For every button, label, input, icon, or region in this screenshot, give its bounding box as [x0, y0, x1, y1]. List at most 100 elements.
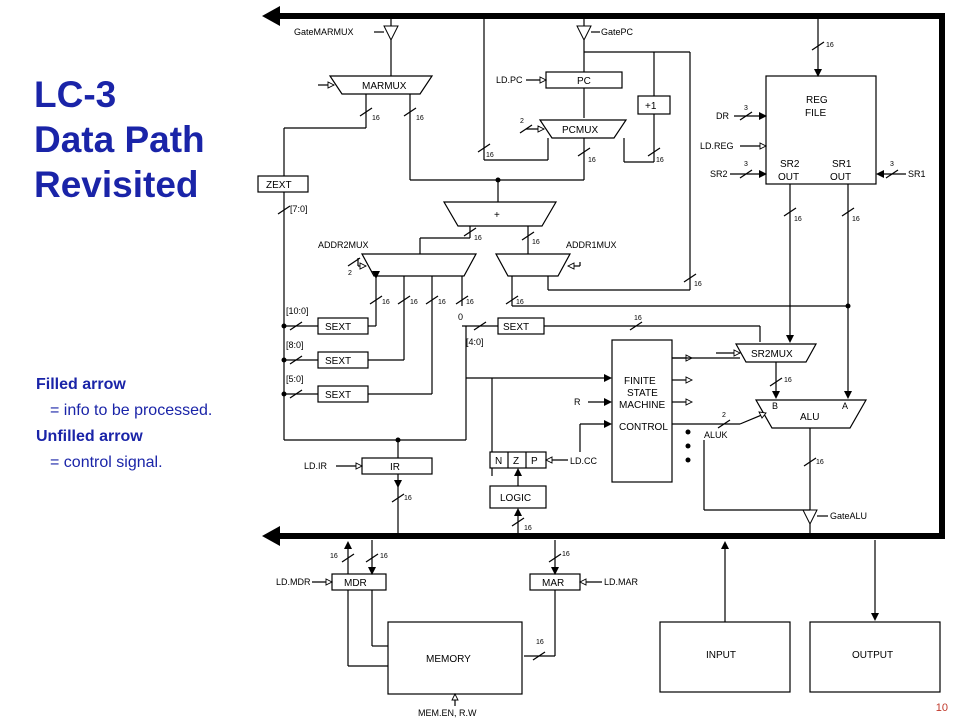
slide-title: LC-3 Data Path Revisited	[34, 72, 205, 207]
sext-label-3: SEXT	[325, 390, 351, 401]
w16-a2m-2: 16	[410, 299, 418, 306]
sext-8-0: SEXT [8:0]	[281, 340, 404, 369]
field-5-0: [5:0]	[286, 374, 304, 384]
n-flag: N	[495, 456, 502, 467]
w16-ir: 16	[404, 495, 412, 502]
w16-mdr-out: 16	[330, 553, 338, 560]
input-label: INPUT	[706, 650, 736, 661]
w16-adder-a: 16	[474, 235, 482, 242]
w16-mdr-in: 16	[380, 553, 388, 560]
fsm-label-2: STATE	[627, 388, 658, 399]
alu: ALU B A	[739, 399, 868, 510]
w16-marmux-a: 16	[372, 115, 380, 122]
pc-label: PC	[577, 76, 591, 87]
field-10-0: [10:0]	[286, 306, 309, 316]
w3-sr1: 3	[890, 161, 894, 168]
fsm-label-1: FINITE	[624, 376, 656, 387]
finite-state-machine: FINITE STATE MACHINE CONTROL R ALUK	[491, 339, 740, 483]
w16-mem-addr: 16	[536, 639, 544, 646]
width-markers: 16 16 16 16 16 16 2 3 3 3 16 16 16 16 2 …	[277, 41, 899, 661]
w16-regfile-in: 16	[826, 42, 834, 49]
mdr-register: MDR LD.MDR	[276, 540, 388, 667]
address-adder: +	[410, 177, 584, 254]
nzp-condition-codes: N Z P LD.CC	[489, 451, 598, 486]
ldir-label: LD.IR	[304, 461, 328, 471]
gatepc-gate: GatePC	[576, 18, 634, 72]
legend-filled-desc: = info to be processed.	[50, 402, 213, 419]
w16-alu: 16	[816, 459, 824, 466]
sr2out-label-1: SR2	[780, 159, 800, 170]
sr2mux: SR2MUX	[716, 343, 818, 399]
w16-adder-b: 16	[532, 239, 540, 246]
sext-label-4: SEXT	[503, 322, 529, 333]
p-flag: P	[531, 456, 538, 467]
w2-pcmux: 2	[520, 118, 524, 125]
legend-filled-heading: Filled arrow	[36, 376, 126, 393]
legend-unfilled-heading: Unfilled arrow	[36, 428, 143, 445]
w16-marmux-b: 16	[416, 115, 424, 122]
field-4-0: [4:0]	[466, 337, 484, 347]
field-7-0: [7:0]	[290, 204, 308, 214]
zext-label: ZEXT	[266, 180, 292, 191]
w16-pcmux-b: 16	[588, 157, 596, 164]
addr1mux-label: ADDR1MUX	[566, 240, 617, 250]
plus1-label: +1	[645, 101, 657, 112]
w16-sr2out: 16	[794, 216, 802, 223]
w16-sr2mux: 16	[784, 377, 792, 384]
gatemarmux-label: GateMARMUX	[294, 27, 354, 37]
logic-label: LOGIC	[500, 493, 531, 504]
memory-label: MEMORY	[426, 654, 471, 665]
input-device: INPUT	[659, 541, 791, 693]
w2-aluk: 2	[722, 412, 726, 419]
marmux-label: MARMUX	[362, 81, 407, 92]
zero-label: 0	[458, 312, 463, 322]
alu-a-label: A	[842, 401, 848, 411]
w16-pcmux-c: 16	[656, 157, 664, 164]
w3-dr: 3	[744, 105, 748, 112]
aluk-label: ALUK	[704, 430, 728, 440]
w16-mar-in: 16	[562, 551, 570, 558]
mar-label: MAR	[542, 578, 564, 589]
ldmar-label: LD.MAR	[604, 577, 639, 587]
ir-label: IR	[390, 462, 400, 473]
pcmux-label: PCMUX	[562, 125, 598, 136]
mar-register: MAR LD.MAR	[524, 540, 639, 657]
sext-5-0: SEXT [5:0]	[281, 374, 432, 403]
fsm-label-3: MACHINE	[619, 400, 665, 411]
w16-a2m-1: 16	[382, 299, 390, 306]
gatepc-label: GatePC	[601, 27, 634, 37]
legend-unfilled-desc: = control signal.	[50, 454, 163, 471]
title-line-3: Revisited	[34, 164, 199, 205]
w16-a2m-4: 16	[466, 299, 474, 306]
sr2mux-label: SR2MUX	[751, 349, 793, 360]
adder-label: +	[494, 210, 500, 221]
w2-addr2mux: 2	[348, 270, 352, 277]
field-8-0: [8:0]	[286, 340, 304, 350]
w16-sr1out: 16	[852, 216, 860, 223]
page-number: 10	[935, 702, 948, 714]
regfile-label-1: REG	[806, 95, 828, 106]
sext-4-0: SEXT [4:0] 0	[458, 312, 761, 347]
mdr-label: MDR	[344, 578, 367, 589]
w16-a2m-3: 16	[438, 299, 446, 306]
arrow-legend: Filled arrow = info to be processed. Unf…	[36, 372, 212, 476]
addr2mux-label: ADDR2MUX	[318, 240, 369, 250]
w16-a1m: 16	[516, 299, 524, 306]
sr2out-label-2: OUT	[778, 172, 799, 183]
output-label: OUTPUT	[852, 650, 893, 661]
instruction-register: IR LD.IR	[284, 326, 492, 534]
w16-sext4: 16	[634, 315, 642, 322]
ldcc-label: LD.CC	[570, 456, 598, 466]
sr1out-label-1: SR1	[832, 159, 852, 170]
sr1-label: SR1	[908, 169, 926, 179]
w16-pcmux-a: 16	[486, 152, 494, 159]
pcmux: PCMUX	[483, 18, 628, 180]
w16-logic: 16	[524, 525, 532, 532]
title-line-1: LC-3	[34, 74, 117, 115]
logic-unit: LOGIC	[489, 485, 547, 534]
gatealu-gate: GateALU	[703, 440, 867, 534]
r-label: R	[574, 397, 581, 407]
gatealu-label: GateALU	[830, 511, 867, 521]
sext-label-2: SEXT	[325, 356, 351, 367]
